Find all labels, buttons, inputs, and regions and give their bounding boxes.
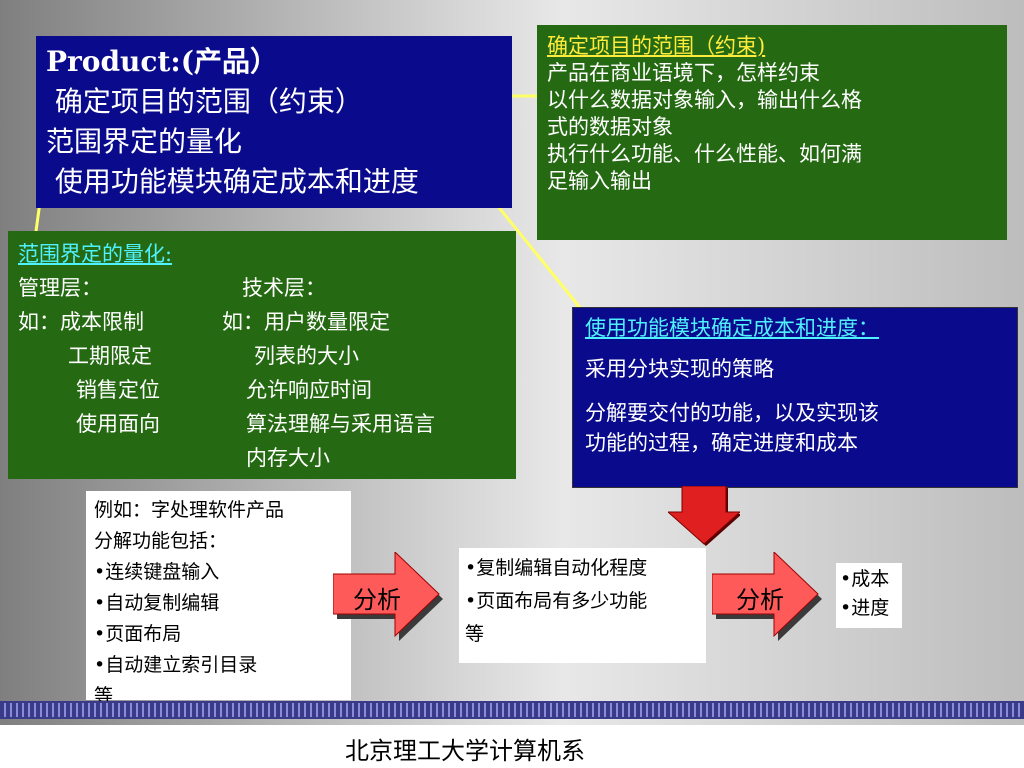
quantify-row: 工期限定 列表的大小 bbox=[18, 339, 506, 373]
quantify-tech-item: 算法理解与采用语言 bbox=[246, 412, 435, 436]
scope-line: 产品在商业语境下，怎样约束 bbox=[547, 61, 820, 85]
footer-text: 北京理工大学计算机系 bbox=[345, 737, 585, 765]
product-line-quantify: 范围界定的量化 bbox=[46, 125, 243, 158]
quantify-row: 如：成本限制 如：用户数量限定 bbox=[18, 305, 506, 339]
product-title: Product:(产品） bbox=[46, 45, 278, 78]
down-arrow-icon bbox=[668, 486, 740, 546]
quantify-row: 销售定位 允许响应时间 bbox=[18, 373, 506, 407]
product-line-scope: 确定项目的范围（约束） bbox=[46, 85, 363, 118]
quantify-mgmt-item: 如：成本限制 bbox=[18, 310, 144, 334]
quantify-row: 使用面向 算法理解与采用语言 bbox=[18, 407, 506, 441]
middle-line: •复制编辑自动化程度 bbox=[465, 557, 648, 579]
example-line: 例如：字处理软件产品 bbox=[94, 499, 285, 521]
middle-line: •页面布局有多少功能 bbox=[465, 590, 648, 612]
quantify-mgmt-item: 销售定位 bbox=[76, 378, 160, 402]
quantify-tech-item: 允许响应时间 bbox=[246, 378, 372, 402]
scope-line: 以什么数据对象输入，输出什么格 bbox=[547, 88, 862, 112]
scope-line: 执行什么功能、什么性能、如何满 bbox=[547, 142, 862, 166]
quantify-mgmt-item: 使用面向 bbox=[76, 412, 160, 436]
right-arrow-icon bbox=[712, 552, 822, 641]
result-box: •成本 •进度 bbox=[836, 563, 902, 628]
quantify-heading: 范围界定的量化: bbox=[18, 242, 173, 266]
scope-line: 式的数据对象 bbox=[547, 115, 673, 139]
quantify-header-row: 管理层： 技术层： bbox=[18, 271, 506, 305]
scope-line: 足输入输出 bbox=[547, 169, 652, 193]
scope-box: 确定项目的范围（约束) 产品在商业语境下，怎样约束 以什么数据对象输入，输出什么… bbox=[537, 25, 1007, 240]
example-line: •页面布局 bbox=[94, 623, 182, 645]
function-box: 使用功能模块确定成本和进度： 采用分块实现的策略 分解要交付的功能，以及实现该 … bbox=[572, 307, 1018, 488]
mgmt-label: 管理层： bbox=[18, 276, 102, 300]
example-line: 分解功能包括： bbox=[94, 530, 228, 552]
quantify-box: 范围界定的量化: 管理层： 技术层： 如：成本限制 如：用户数量限定 工期限定 … bbox=[8, 231, 516, 479]
example-line: •自动复制编辑 bbox=[94, 592, 220, 614]
function-heading: 使用功能模块确定成本和进度： bbox=[585, 316, 879, 340]
tech-label: 技术层： bbox=[242, 276, 326, 300]
result-line: •进度 bbox=[840, 597, 890, 619]
product-line-func: 使用功能模块确定成本和进度 bbox=[46, 165, 419, 198]
quantify-tech-item: 内存大小 bbox=[246, 446, 330, 470]
analysis-arrow-1: 分析 bbox=[333, 552, 443, 642]
function-strategy: 采用分块实现的策略 bbox=[585, 357, 774, 381]
scope-heading: 确定项目的范围（约束) bbox=[547, 34, 766, 58]
quantify-tech-item: 如：用户数量限定 bbox=[222, 310, 390, 334]
analysis-arrow-2: 分析 bbox=[712, 552, 822, 642]
product-box: Product:(产品） 确定项目的范围（约束） 范围界定的量化 使用功能模块确… bbox=[36, 36, 512, 208]
function-detail-line1: 分解要交付的功能，以及实现该 bbox=[585, 401, 879, 425]
middle-line: 等 bbox=[465, 623, 485, 645]
analysis-label-2: 分析 bbox=[736, 586, 784, 614]
right-arrow-icon bbox=[333, 552, 443, 641]
example-line: •自动建立索引目录 bbox=[94, 654, 258, 676]
footer: 北京理工大学计算机系 bbox=[0, 725, 1024, 768]
result-line: •成本 bbox=[840, 568, 890, 590]
footer-divider bbox=[0, 701, 1024, 719]
quantify-tech-item: 列表的大小 bbox=[254, 344, 359, 368]
quantify-mgmt-item: 工期限定 bbox=[68, 344, 152, 368]
quantify-row: 内存大小 bbox=[18, 441, 506, 475]
example-line: •连续键盘输入 bbox=[94, 561, 220, 583]
analysis-label-1: 分析 bbox=[353, 586, 401, 614]
middle-box: •复制编辑自动化程度 •页面布局有多少功能 等 bbox=[459, 548, 706, 663]
function-detail-line2: 功能的过程，确定进度和成本 bbox=[585, 431, 858, 455]
example-box: 例如：字处理软件产品 分解功能包括： •连续键盘输入 •自动复制编辑 •页面布局… bbox=[86, 491, 351, 707]
